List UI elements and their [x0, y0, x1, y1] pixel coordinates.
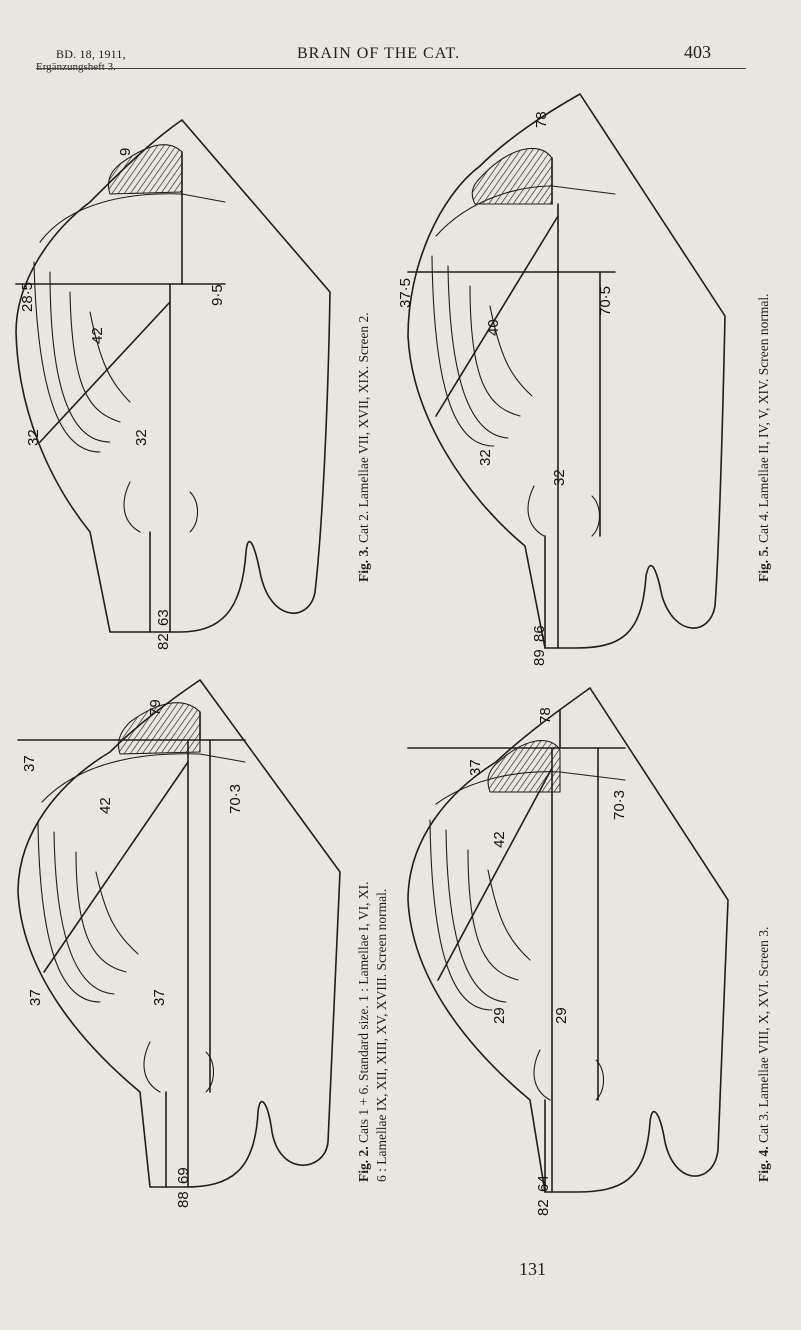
fig3-label-5: 32 — [25, 429, 42, 446]
fig2-label-5: 37 — [27, 989, 44, 1006]
figure-2-caption: Fig. 2. Cats 1 + 6. Standard size. 1 : L… — [356, 881, 372, 1182]
figure-5-caption: Fig. 5. Cat 4. Lamellae II, IV, V, XIV. … — [756, 294, 772, 582]
figure-3-diagram: 9 28·5 42 9·5 32 32 63 82 — [15, 119, 331, 650]
brain-outline — [407, 93, 726, 649]
fig2-label-6: 37 — [151, 989, 168, 1006]
fig3-label-2: 28·5 — [19, 282, 36, 312]
fig3-label-1: 9 — [117, 148, 134, 156]
cerebellum-hatching — [471, 147, 553, 205]
figure-4-caption: Fig. 4. Cat 3. Lamellae VIII, X, XVI. Sc… — [756, 927, 772, 1182]
fig3-label-6: 32 — [133, 429, 150, 446]
fig4-label-2: 37 — [467, 759, 484, 776]
figure-5-caption-text: Cat 4. Lamellae II, IV, V, XIV. Screen n… — [756, 293, 771, 547]
fig5-label-7: 86 — [531, 625, 548, 642]
page-title: BRAIN OF THE CAT. — [297, 45, 461, 62]
figure-3-caption-text: Cat 2. Lamellae VII, XVII, XIX. Screen 2… — [356, 312, 371, 547]
fig4-label-1: 78 — [537, 707, 554, 724]
brain-outline — [15, 119, 331, 633]
fig4-label-3: 42 — [491, 831, 508, 848]
fig2-label-2: 37 — [21, 755, 38, 772]
figure-2-caption-line1: Cats 1 + 6. Standard size. 1 : Lamellae … — [356, 881, 371, 1147]
fig3-label-7: 63 — [155, 609, 172, 626]
fig2-label-1: 79 — [147, 699, 164, 716]
fig4-label-4: 70·3 — [611, 790, 628, 820]
figure-5-label: Fig. 5. — [756, 546, 771, 582]
figure-3-caption: Fig. 3. Cat 2. Lamellae VII, XVII, XIX. … — [356, 312, 372, 582]
fig5-label-4: 70·5 — [597, 286, 614, 316]
fig3-label-4: 9·5 — [209, 284, 226, 306]
fig5-label-2: 37·5 — [397, 278, 414, 308]
figure-4-label: Fig. 4. — [756, 1146, 771, 1182]
fig2-label-4: 70·3 — [227, 784, 244, 814]
figure-5-diagram: 78 37·5 40 70·5 32 32 86 89 — [397, 93, 726, 666]
header-rule — [36, 68, 746, 69]
fig2-label-7: 69 — [175, 1167, 192, 1184]
page-number: 131 — [519, 1259, 546, 1279]
fig2-label-3: 42 — [97, 797, 114, 814]
figure-4-diagram: 78 37 42 70·3 29 29 64 82 — [407, 687, 729, 1216]
fig4-label-5: 29 — [491, 1007, 508, 1024]
brain-outline — [17, 679, 341, 1188]
fig2-label-8: 88 — [175, 1191, 192, 1208]
header-page-number: 403 — [684, 42, 711, 62]
figure-4-caption-text: Cat 3. Lamellae VIII, X, XVI. Screen 3. — [756, 926, 771, 1147]
fig4-label-8: 82 — [535, 1199, 552, 1216]
fig3-label-3: 42 — [89, 327, 106, 344]
fig5-label-3: 40 — [485, 319, 502, 336]
fig4-label-7: 64 — [535, 1175, 552, 1192]
brain-outline — [407, 687, 729, 1193]
fig4-label-6: 29 — [553, 1007, 570, 1024]
figure-2-caption-line2: 6 : Lamellae IX, XII, XIII, XV, XVIII. S… — [374, 888, 389, 1182]
header-supplement: Ergänzungsheft 3. — [36, 61, 116, 73]
figure-2-label: Fig. 2. — [356, 1146, 371, 1182]
figure-2-diagram: 79 37 42 70·3 37 37 69 88 — [17, 679, 341, 1208]
fig5-label-1: 78 — [533, 111, 550, 128]
fig5-label-6: 32 — [551, 469, 568, 486]
header-volume: BD. 18, 1911, — [56, 47, 126, 61]
cerebellum-hatching — [487, 739, 561, 793]
fig3-label-8: 82 — [155, 633, 172, 650]
fig5-label-8: 89 — [531, 649, 548, 666]
figure-3-label: Fig. 3. — [356, 546, 371, 582]
fig5-label-5: 32 — [477, 449, 494, 466]
